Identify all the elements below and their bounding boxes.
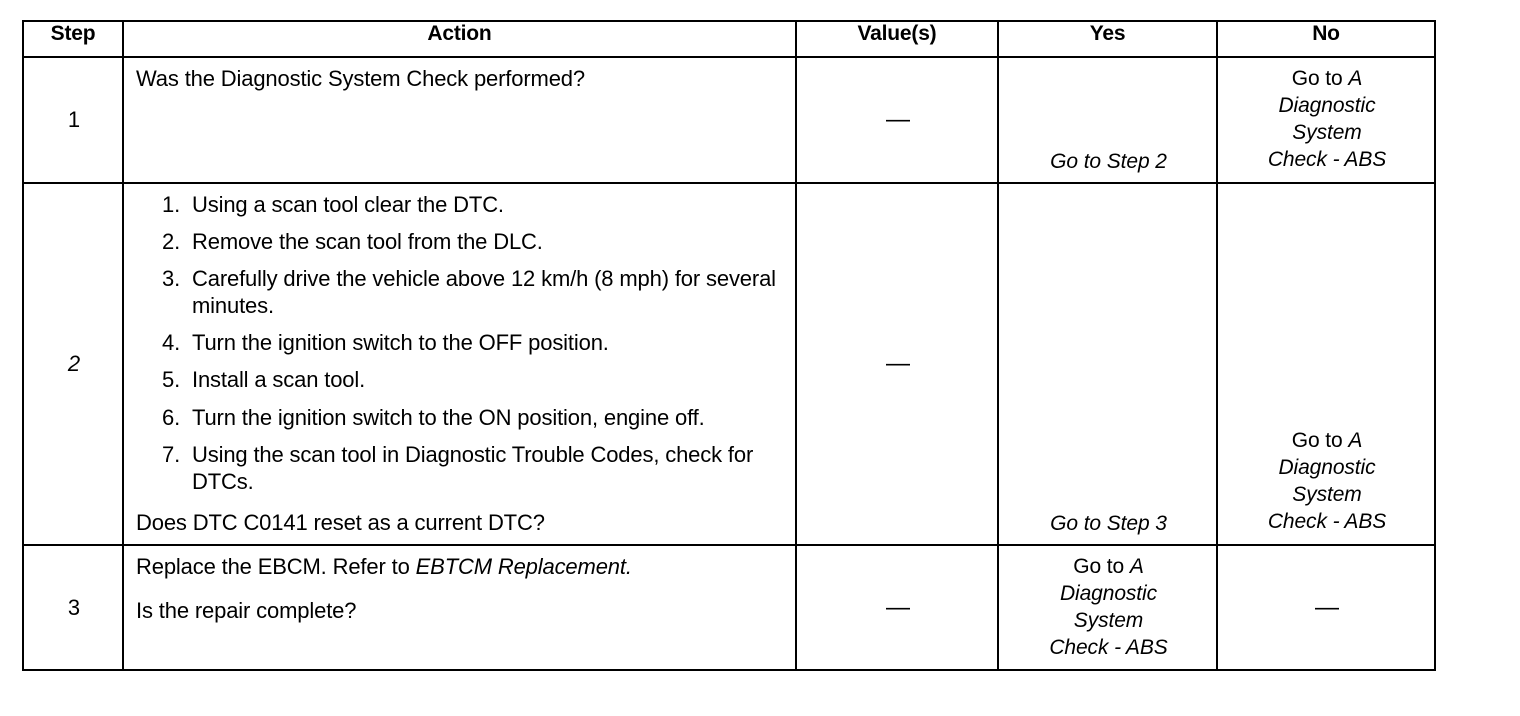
action-reference-title: EBTCM Replacement.	[415, 553, 632, 579]
yes-goto-step-link[interactable]: Go to Step 3	[1050, 511, 1167, 535]
goto-prefix: Go to	[1291, 67, 1349, 90]
column-header-value: Value(s)	[795, 20, 999, 58]
list-item-number: 1.	[162, 191, 181, 217]
goto-prefix: Go to	[1291, 429, 1349, 453]
reference-line: Diagnostic	[1268, 455, 1386, 482]
list-item: 5. Install a scan tool.	[136, 367, 785, 393]
no-cell: —	[1216, 543, 1436, 672]
reference-line: System	[1049, 608, 1167, 635]
value-cell: —	[795, 181, 999, 546]
reference-text: Check - ABS	[1049, 635, 1168, 659]
reference-line: System	[1268, 482, 1386, 509]
action-cell: Replace the EBCM. Refer to EBTCM Replace…	[122, 543, 797, 672]
step-number: 1	[67, 106, 81, 132]
list-item-number: 2.	[162, 228, 181, 254]
reference-line: Check - ABS	[1268, 509, 1386, 536]
table-row: 3 Replace the EBCM. Refer to EBTCM Replac…	[22, 543, 1436, 672]
value-cell: —	[795, 543, 999, 672]
action-text: Was the Diagnostic System Check performe…	[136, 66, 585, 91]
list-item-text: Install a scan tool.	[192, 367, 366, 393]
list-item-number: 7.	[162, 442, 181, 468]
table-header-row: Step Action Value(s) Yes No	[22, 20, 1436, 58]
list-item-text: Carefully drive the vehicle above 12 km/…	[192, 266, 776, 318]
reference-line: System	[1268, 120, 1386, 147]
reference-text: Diagnostic	[1278, 93, 1376, 117]
list-item-number: 6.	[162, 404, 181, 430]
column-header-step: Step	[22, 20, 124, 58]
reference-text: Check - ABS	[1267, 147, 1387, 171]
action-text: Replace the EBCM. Refer to	[136, 553, 416, 579]
reference-line: Check - ABS	[1049, 635, 1167, 662]
step-cell: 3	[22, 543, 124, 672]
goto-prefix: Go to	[1073, 554, 1130, 578]
list-item-text: Turn the ignition switch to the OFF posi…	[192, 330, 609, 356]
reference-line: Go to A	[1268, 428, 1386, 455]
reference-text: System	[1292, 120, 1362, 144]
list-item: 1. Using a scan tool clear the DTC.	[136, 192, 785, 218]
list-item-text: Using the scan tool in Diagnostic Troubl…	[192, 442, 754, 494]
action-text-line: Replace the EBCM. Refer to EBTCM Replace…	[136, 554, 632, 580]
yes-goto-step-link[interactable]: Go to Step 2	[1050, 149, 1167, 173]
list-item-text: Remove the scan tool from the DLC.	[192, 228, 543, 254]
diagnostic-procedure-table: Step Action Value(s) Yes No 1 Was the Dia…	[22, 20, 1436, 672]
reference-text: A	[1348, 429, 1363, 453]
reference-text: Diagnostic	[1059, 581, 1158, 605]
column-header-yes: Yes	[997, 20, 1218, 58]
reference-line: Go to A	[1268, 66, 1386, 93]
yes-cell: Go to Step 2	[997, 56, 1218, 184]
reference-line: Diagnostic	[1049, 581, 1167, 608]
action-numbered-list: 1. Using a scan tool clear the DTC. 2. Remo…	[136, 192, 785, 507]
list-item: 4. Turn the ignition switch to the OFF po…	[136, 330, 785, 356]
list-item: 2. Remove the scan tool from the DLC.	[136, 229, 785, 255]
value-cell: —	[795, 56, 999, 184]
reference-text: Diagnostic	[1278, 456, 1376, 480]
reference-line: Diagnostic	[1268, 93, 1386, 120]
reference-line: Check - ABS	[1268, 147, 1386, 174]
step-cell: 2	[22, 181, 124, 546]
step-number: 2	[67, 350, 81, 376]
reference-text: A	[1129, 554, 1144, 578]
value-text: —	[886, 349, 910, 377]
reference-text: Check - ABS	[1267, 510, 1387, 534]
action-cell: Was the Diagnostic System Check performe…	[122, 56, 797, 184]
column-header-no: No	[1216, 20, 1436, 58]
list-item-text: Turn the ignition switch to the ON posit…	[192, 404, 705, 430]
action-text-line: Was the Diagnostic System Check performe…	[136, 66, 585, 92]
list-item-number: 3.	[162, 266, 181, 292]
yes-cell: Go to Step 3	[997, 181, 1218, 546]
list-item-text: Using a scan tool clear the DTC.	[192, 191, 504, 217]
list-item: 6. Turn the ignition switch to the ON pos…	[136, 405, 785, 431]
column-header-action: Action	[122, 20, 797, 58]
step-number: 3	[67, 594, 81, 620]
action-cell: 1. Using a scan tool clear the DTC. 2. Remo…	[122, 181, 797, 546]
list-item: 3. Carefully drive the vehicle above 12 k…	[136, 266, 785, 319]
list-item-number: 5.	[162, 367, 181, 393]
action-question: Does DTC C0141 reset as a current DTC?	[136, 510, 545, 536]
step-cell: 1	[22, 56, 124, 184]
value-text: —	[886, 105, 910, 133]
table-body: 1 Was the Diagnostic System Check perform…	[22, 56, 1436, 672]
value-text: —	[886, 593, 910, 621]
reference-text: System	[1073, 608, 1144, 632]
table-row: 1 Was the Diagnostic System Check perform…	[22, 56, 1436, 184]
list-item: 7. Using the scan tool in Diagnostic Trou…	[136, 442, 785, 495]
table-row: 2 1. Using a scan tool clear the DTC. 2. Rem…	[22, 181, 1436, 546]
no-dash: —	[1315, 593, 1339, 621]
list-item-number: 4.	[162, 330, 181, 356]
reference-text: System	[1292, 483, 1362, 507]
action-text: Is the repair complete?	[136, 597, 357, 623]
action-text-line: Is the repair complete?	[136, 598, 356, 624]
reference-text: A	[1348, 67, 1363, 90]
reference-line: Go to A	[1049, 554, 1167, 581]
